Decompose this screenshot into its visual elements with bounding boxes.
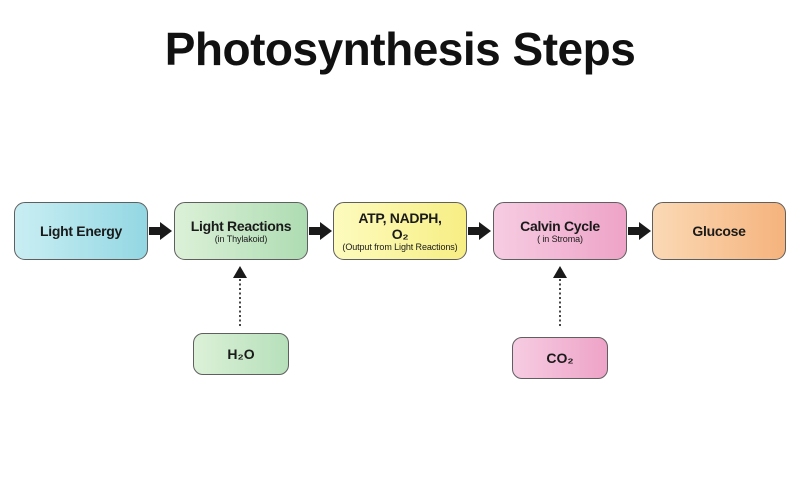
arrow-right-icon bbox=[149, 222, 172, 240]
input-h2o: H₂O bbox=[193, 333, 289, 375]
dotted-arrow-up-icon bbox=[553, 266, 567, 327]
step-label: Calvin Cycle bbox=[520, 217, 600, 234]
step-label: Light Reactions bbox=[190, 217, 292, 234]
step-label-line2: O₂ bbox=[391, 225, 409, 242]
step-label: Light Energy bbox=[40, 223, 122, 239]
input-co2: CO₂ bbox=[512, 337, 608, 379]
step-sublabel: (Output from Light Reactions) bbox=[342, 241, 458, 252]
step-atp-nadph-o2: ATP, NADPH, O₂ (Output from Light Reacti… bbox=[333, 202, 467, 260]
dotted-arrow-up-icon bbox=[233, 266, 247, 327]
arrow-right-icon bbox=[468, 222, 491, 240]
step-calvin-cycle: Calvin Cycle ( in Stroma) bbox=[493, 202, 627, 260]
arrow-right-icon bbox=[628, 222, 651, 240]
step-label: ATP, NADPH, bbox=[358, 209, 442, 226]
step-glucose: Glucose bbox=[652, 202, 786, 260]
diagram-title: Photosynthesis Steps bbox=[164, 23, 636, 75]
step-sublabel: (in Thylakoid) bbox=[214, 233, 268, 244]
step-light-reactions: Light Reactions (in Thylakoid) bbox=[174, 202, 308, 260]
arrow-right-icon bbox=[309, 222, 332, 240]
input-label: CO₂ bbox=[546, 350, 574, 366]
step-light-energy: Light Energy bbox=[14, 202, 148, 260]
step-label: Glucose bbox=[692, 223, 746, 239]
input-label: H₂O bbox=[227, 346, 255, 362]
step-sublabel: ( in Stroma) bbox=[537, 233, 583, 244]
